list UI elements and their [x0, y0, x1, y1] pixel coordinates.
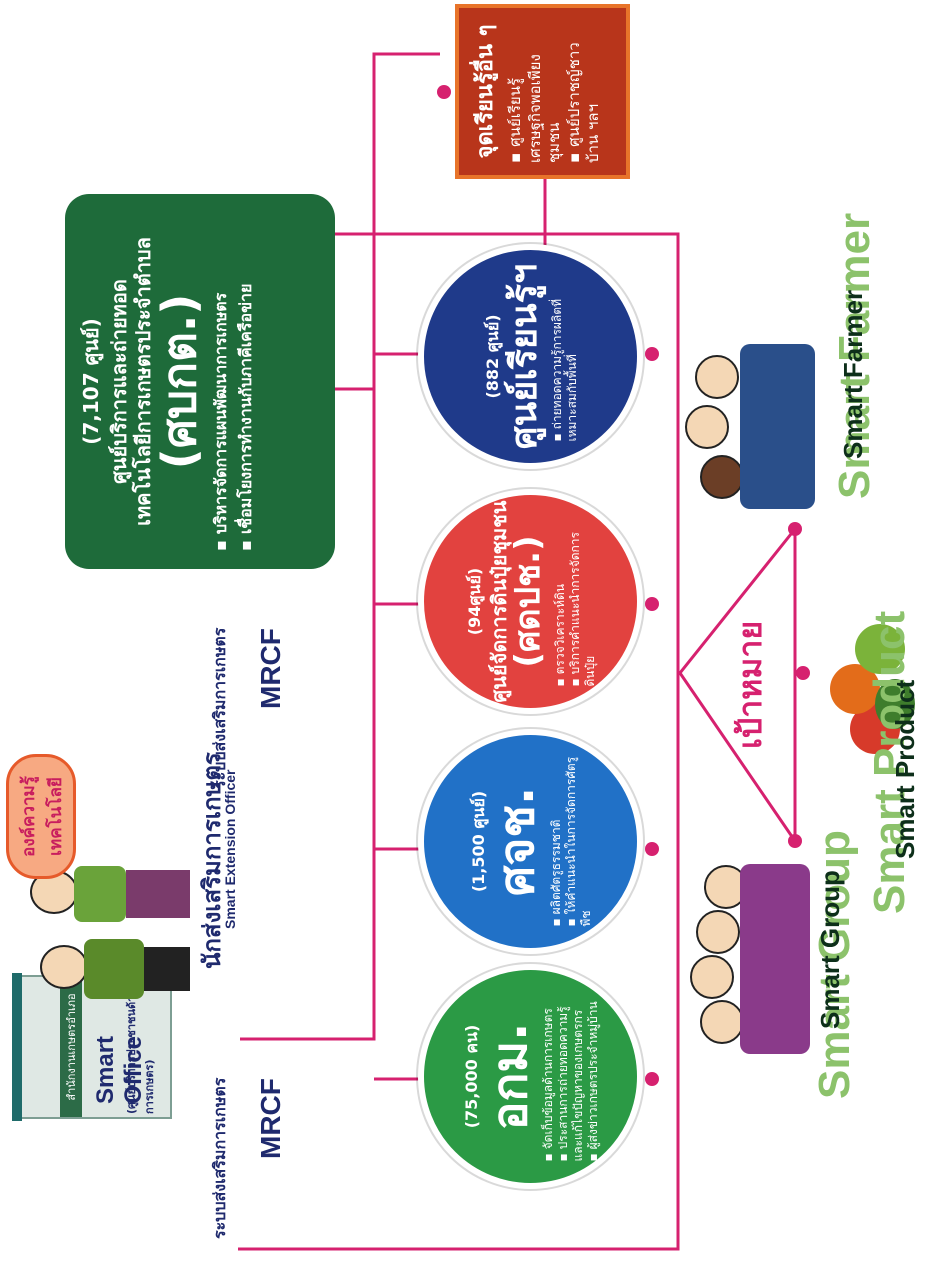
mrcf-right-abbr: MRCF [255, 628, 286, 709]
dot-10 [788, 834, 802, 848]
circle-learning-abbr: ศูนย์เรียนรู้ฯ [504, 263, 546, 450]
dot-6 [645, 1072, 659, 1086]
smart-product-label: Smart Product [890, 679, 920, 859]
group-people-illustration [680, 864, 820, 1054]
circle-soil-bullet: บริการคำแนะนำการจัดการดินปุ๋ย [568, 517, 598, 686]
subdistrict-center-box: (7,107 ศูนย์) ศูนย์บริการและถ่ายทอด เทคโ… [65, 194, 335, 569]
circle-pest-center: (1,500 ศูนย์) ศจช. ผลิตศัตรูธรรมชาติ ให้… [418, 729, 643, 954]
circle-soil-bullet: ตรวจวิเคราะห์ดิน [553, 517, 568, 687]
other-learning-points-box: จุดเรียนรู้อื่น ๆ ศูนย์เรียนรู้เศรษฐกิจพ… [455, 4, 630, 179]
subdistrict-count: (7,107 ศูนย์) [79, 318, 103, 445]
dot-8 [645, 597, 659, 611]
circle-volunteers-bullets: จัดเก็บข้อมูลด้านการเกษตร ประสานการถ่ายท… [541, 992, 601, 1162]
farmers-illustration [675, 339, 825, 509]
mrcf-left: ระบบส่งเสริมการเกษตร [208, 1039, 233, 1239]
dot-7 [645, 842, 659, 856]
circle-volunteers: (75,000 คน) อกม. จัดเก็บข้อมูลด้านการเกษ… [418, 964, 643, 1189]
officer-english-title: Smart Extension Officer [222, 769, 238, 930]
dot-11 [796, 666, 810, 680]
mrcf-right-system: ระบบส่งเสริมการเกษตร [210, 627, 229, 789]
subdistrict-bullets: บริหารจัดการแผนพัฒนาการเกษตร เชื่อมโยงกา… [209, 212, 259, 551]
circle-learning-bullets: ถ่ายทอดความรู้การผลิตที่เหมาะสมกับพื้นที… [550, 272, 580, 441]
smart-farmer-label: Smart Farmer [838, 289, 868, 459]
circle-soil-abbr: (ศดปช.) [508, 535, 549, 668]
circle-soil-count: (94ศูนย์) [465, 567, 485, 636]
dot-9 [645, 347, 659, 361]
officer-man-illustration [40, 929, 190, 1009]
dot-12 [788, 522, 802, 536]
mrcf-left-abbr: MRCF [255, 1078, 286, 1159]
subdistrict-name-line1: ศูนย์บริการและถ่ายทอด [107, 279, 131, 484]
mrcf-left-system: ระบบส่งเสริมการเกษตร [210, 1077, 229, 1239]
circle-pest-abbr: ศจช. [489, 786, 546, 897]
circle-soil-center: (94ศูนย์) ศูนย์จัดการดินปุ๋ยชุมชน (ศดปช.… [418, 489, 643, 714]
office-roof [12, 973, 22, 1121]
outer-loop-line [238, 232, 680, 1251]
circle-learning-center: (882 ศูนย์) ศูนย์เรียนรู้ฯ ถ่ายทอดความรู… [418, 244, 643, 469]
goal-triangle [678, 524, 797, 846]
bubble-line2: เทคโนโลยี [46, 777, 66, 856]
other-learning-bullet: ศูนย์เรียนรู้เศรษฐกิจพอเพียงชุมชน [506, 20, 565, 163]
circle-pest-bullets: ผลิตศัตรูธรรมชาติ ให้คำแนะนำในการจัดการศ… [549, 757, 594, 927]
goal-title: เป้าหมาย [731, 620, 769, 749]
knowledge-bubble: องค์ความรู้ เทคโนโลยี [6, 754, 76, 879]
mrcf-right: ระบบส่งเสริมการเกษตร [208, 569, 233, 789]
subdistrict-abbr: (ศบกต.) [152, 293, 206, 470]
subdistrict-bullet: บริหารจัดการแผนพัฒนาการเกษตร [209, 212, 234, 551]
circle-soil-bullets: ตรวจวิเคราะห์ดิน บริการคำแนะนำการจัดการด… [553, 517, 598, 687]
bubble-line1: องค์ความรู้ [19, 776, 39, 857]
circle-volunteers-bullet: จัดเก็บข้อมูลด้านการเกษตร [541, 992, 556, 1162]
circle-learning-count: (882 ศูนย์) [483, 314, 503, 399]
other-learning-title: จุดเรียนรู้อื่น ๆ [473, 24, 498, 159]
circle-volunteers-bullet: ผู้ส่งข่าวเกษตรประจำหมู่บ้าน [586, 992, 601, 1162]
circle-learning-bullet: ถ่ายทอดความรู้การผลิตที่เหมาะสมกับพื้นที… [550, 272, 580, 441]
smart-group-label: Smart Group [815, 870, 845, 1029]
circle-pest-bullet: ให้คำแนะนำในการจัดการศัตรูพืช [564, 757, 594, 927]
circle-pest-bullet: ผลิตศัตรูธรรมชาติ [549, 757, 564, 927]
dot-5 [437, 85, 451, 99]
other-learning-bullet: ศูนย์ปราชญ์ชาวบ้าน ฯลฯ [565, 20, 604, 163]
other-learning-bullets: ศูนย์เรียนรู้เศรษฐกิจพอเพียงชุมชน ศูนย์ป… [506, 20, 604, 163]
subdistrict-bullet: เชื่อมโยงการทำงานกับภาคีเครือข่าย [234, 212, 259, 551]
circle-volunteers-bullet: ประสานการถ่ายทอดความรู้และแก้ไขปัญหาของเ… [556, 992, 586, 1161]
circle-volunteers-abbr: อกม. [481, 1022, 538, 1131]
